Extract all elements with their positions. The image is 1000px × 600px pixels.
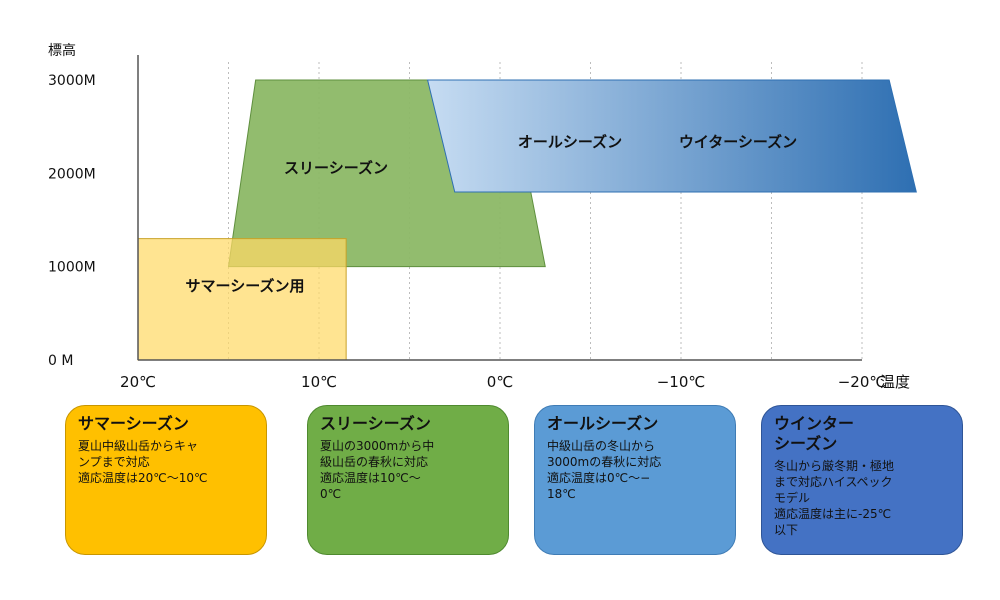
- x-axis-title: 温度: [880, 373, 910, 391]
- y-tick-label: 1000M: [48, 260, 96, 276]
- x-tick-label: −10℃: [657, 373, 706, 391]
- summer-season-area: [137, 238, 347, 361]
- card-line: 適応温度は主に-25℃: [774, 507, 892, 521]
- series-label: スリーシーズン: [284, 159, 388, 177]
- card-title: サマーシーズン: [78, 414, 189, 433]
- card-all-season: オールシーズン 中級山岳の冬山から 3000mの春秋に対応 適応温度は0℃〜− …: [534, 405, 736, 555]
- x-tick-label: 10℃: [301, 373, 337, 391]
- y-tick-label: 2000M: [48, 166, 96, 182]
- card-line: 3000mの春秋に対応: [547, 455, 662, 469]
- series-shapes: [137, 79, 917, 361]
- card-title-line2: シーズン: [774, 434, 838, 453]
- x-tick-label: −20℃: [838, 373, 887, 391]
- card-line: 18℃: [547, 487, 576, 501]
- card-line: 適応温度は10℃〜: [320, 471, 421, 485]
- card-title: スリーシーズン: [320, 414, 431, 433]
- card-line: 中級山岳の冬山から: [547, 439, 656, 453]
- series-label: オールシーズン: [518, 133, 622, 151]
- axes: [137, 55, 862, 361]
- card-line: 以下: [774, 523, 799, 537]
- card-line: 級山岳の春秋に対応: [320, 455, 429, 469]
- y-axis-title: 標高: [48, 42, 76, 59]
- all-winter-season-area: [426, 79, 917, 193]
- card-line: 冬山から厳冬期・極地: [774, 459, 895, 473]
- card-title: ウインター: [774, 414, 855, 433]
- card-line: 夏山の3000mから中: [320, 439, 435, 453]
- series-label: ウイターシーズン: [679, 133, 797, 151]
- card-winter-season: ウインター シーズン 冬山から厳冬期・極地 まで対応ハイスペック モデル 適応温…: [761, 405, 963, 555]
- card-line: 適応温度は20℃〜10℃: [78, 471, 208, 485]
- y-tick-label: 3000M: [48, 73, 96, 89]
- y-tick-label: 0 M: [48, 353, 73, 369]
- x-tick-label: 0℃: [487, 373, 513, 391]
- series-label: サマーシーズン用: [186, 277, 305, 295]
- card-line: モデル: [774, 491, 811, 505]
- card-line: まで対応ハイスペック: [774, 475, 893, 489]
- card-line: ンプまで対応: [78, 455, 150, 469]
- card-title: オールシーズン: [547, 414, 659, 433]
- card-summer-season: サマーシーズン 夏山中級山岳からキャ ンプまで対応 適応温度は20℃〜10℃: [65, 405, 267, 555]
- card-line: 0℃: [320, 487, 342, 501]
- card-three-season: スリーシーズン 夏山の3000mから中 級山岳の春秋に対応 適応温度は10℃〜 …: [307, 405, 509, 555]
- card-line: 適応温度は0℃〜−: [547, 471, 651, 485]
- x-tick-label: 20℃: [120, 373, 156, 391]
- card-line: 夏山中級山岳からキャ: [78, 439, 199, 453]
